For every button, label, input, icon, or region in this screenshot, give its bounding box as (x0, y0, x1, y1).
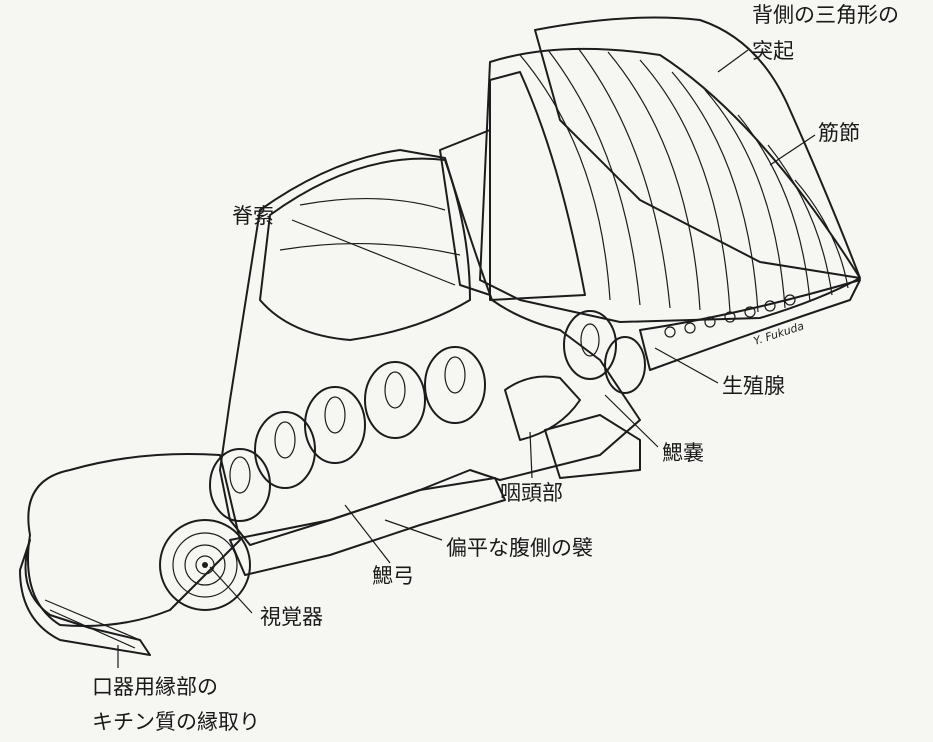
leader-pharynx (530, 432, 532, 478)
gill-pouch-series (564, 311, 645, 393)
leader-ventral-fold (385, 520, 442, 540)
leader-dorsal-process (718, 50, 748, 72)
label-dorsal-process-line2: 突起 (752, 39, 794, 63)
label-gill-arch: 鰓弓 (372, 564, 414, 588)
label-dorsal-process-line1: 背側の三角形の (752, 3, 899, 27)
myomere-segments (520, 48, 848, 312)
cut-section-hatched (490, 72, 585, 300)
body-illustration: Y. Fukuda (20, 18, 860, 655)
label-ventral-fold: 偏平な腹側の襞 (446, 536, 593, 560)
trunk-body (220, 150, 640, 545)
label-oral-rim-line2: キチン質の縁取り (92, 710, 260, 734)
leader-gill-arch (345, 505, 390, 563)
label-myomeres: 筋節 (818, 121, 860, 145)
gill-arch-series (210, 347, 485, 521)
leader-notochord (292, 220, 455, 285)
posterior-cut-plate (545, 415, 640, 478)
label-gill-pouch: 鰓嚢 (662, 441, 704, 465)
label-visual-organ: 視覚器 (260, 605, 323, 629)
label-pharynx: 咽頭部 (500, 481, 563, 505)
head-lobe (28, 454, 240, 626)
snout-rim (20, 540, 150, 655)
leader-gill-pouch (605, 395, 658, 447)
label-oral-rim-line1: 口器用縁部の (92, 675, 218, 699)
label-notochord: 脊索 (232, 204, 274, 228)
label-gonads: 生殖腺 (722, 374, 785, 398)
myomere-block (480, 49, 860, 322)
labels: 背側の三角形の 突起 筋節 脊索 生殖腺 鰓嚢 咽頭部 偏平な腹側の襞 鰓弓 視… (92, 3, 899, 734)
ventral-fold-drawing (230, 478, 505, 575)
pharynx-drawing (505, 377, 580, 441)
